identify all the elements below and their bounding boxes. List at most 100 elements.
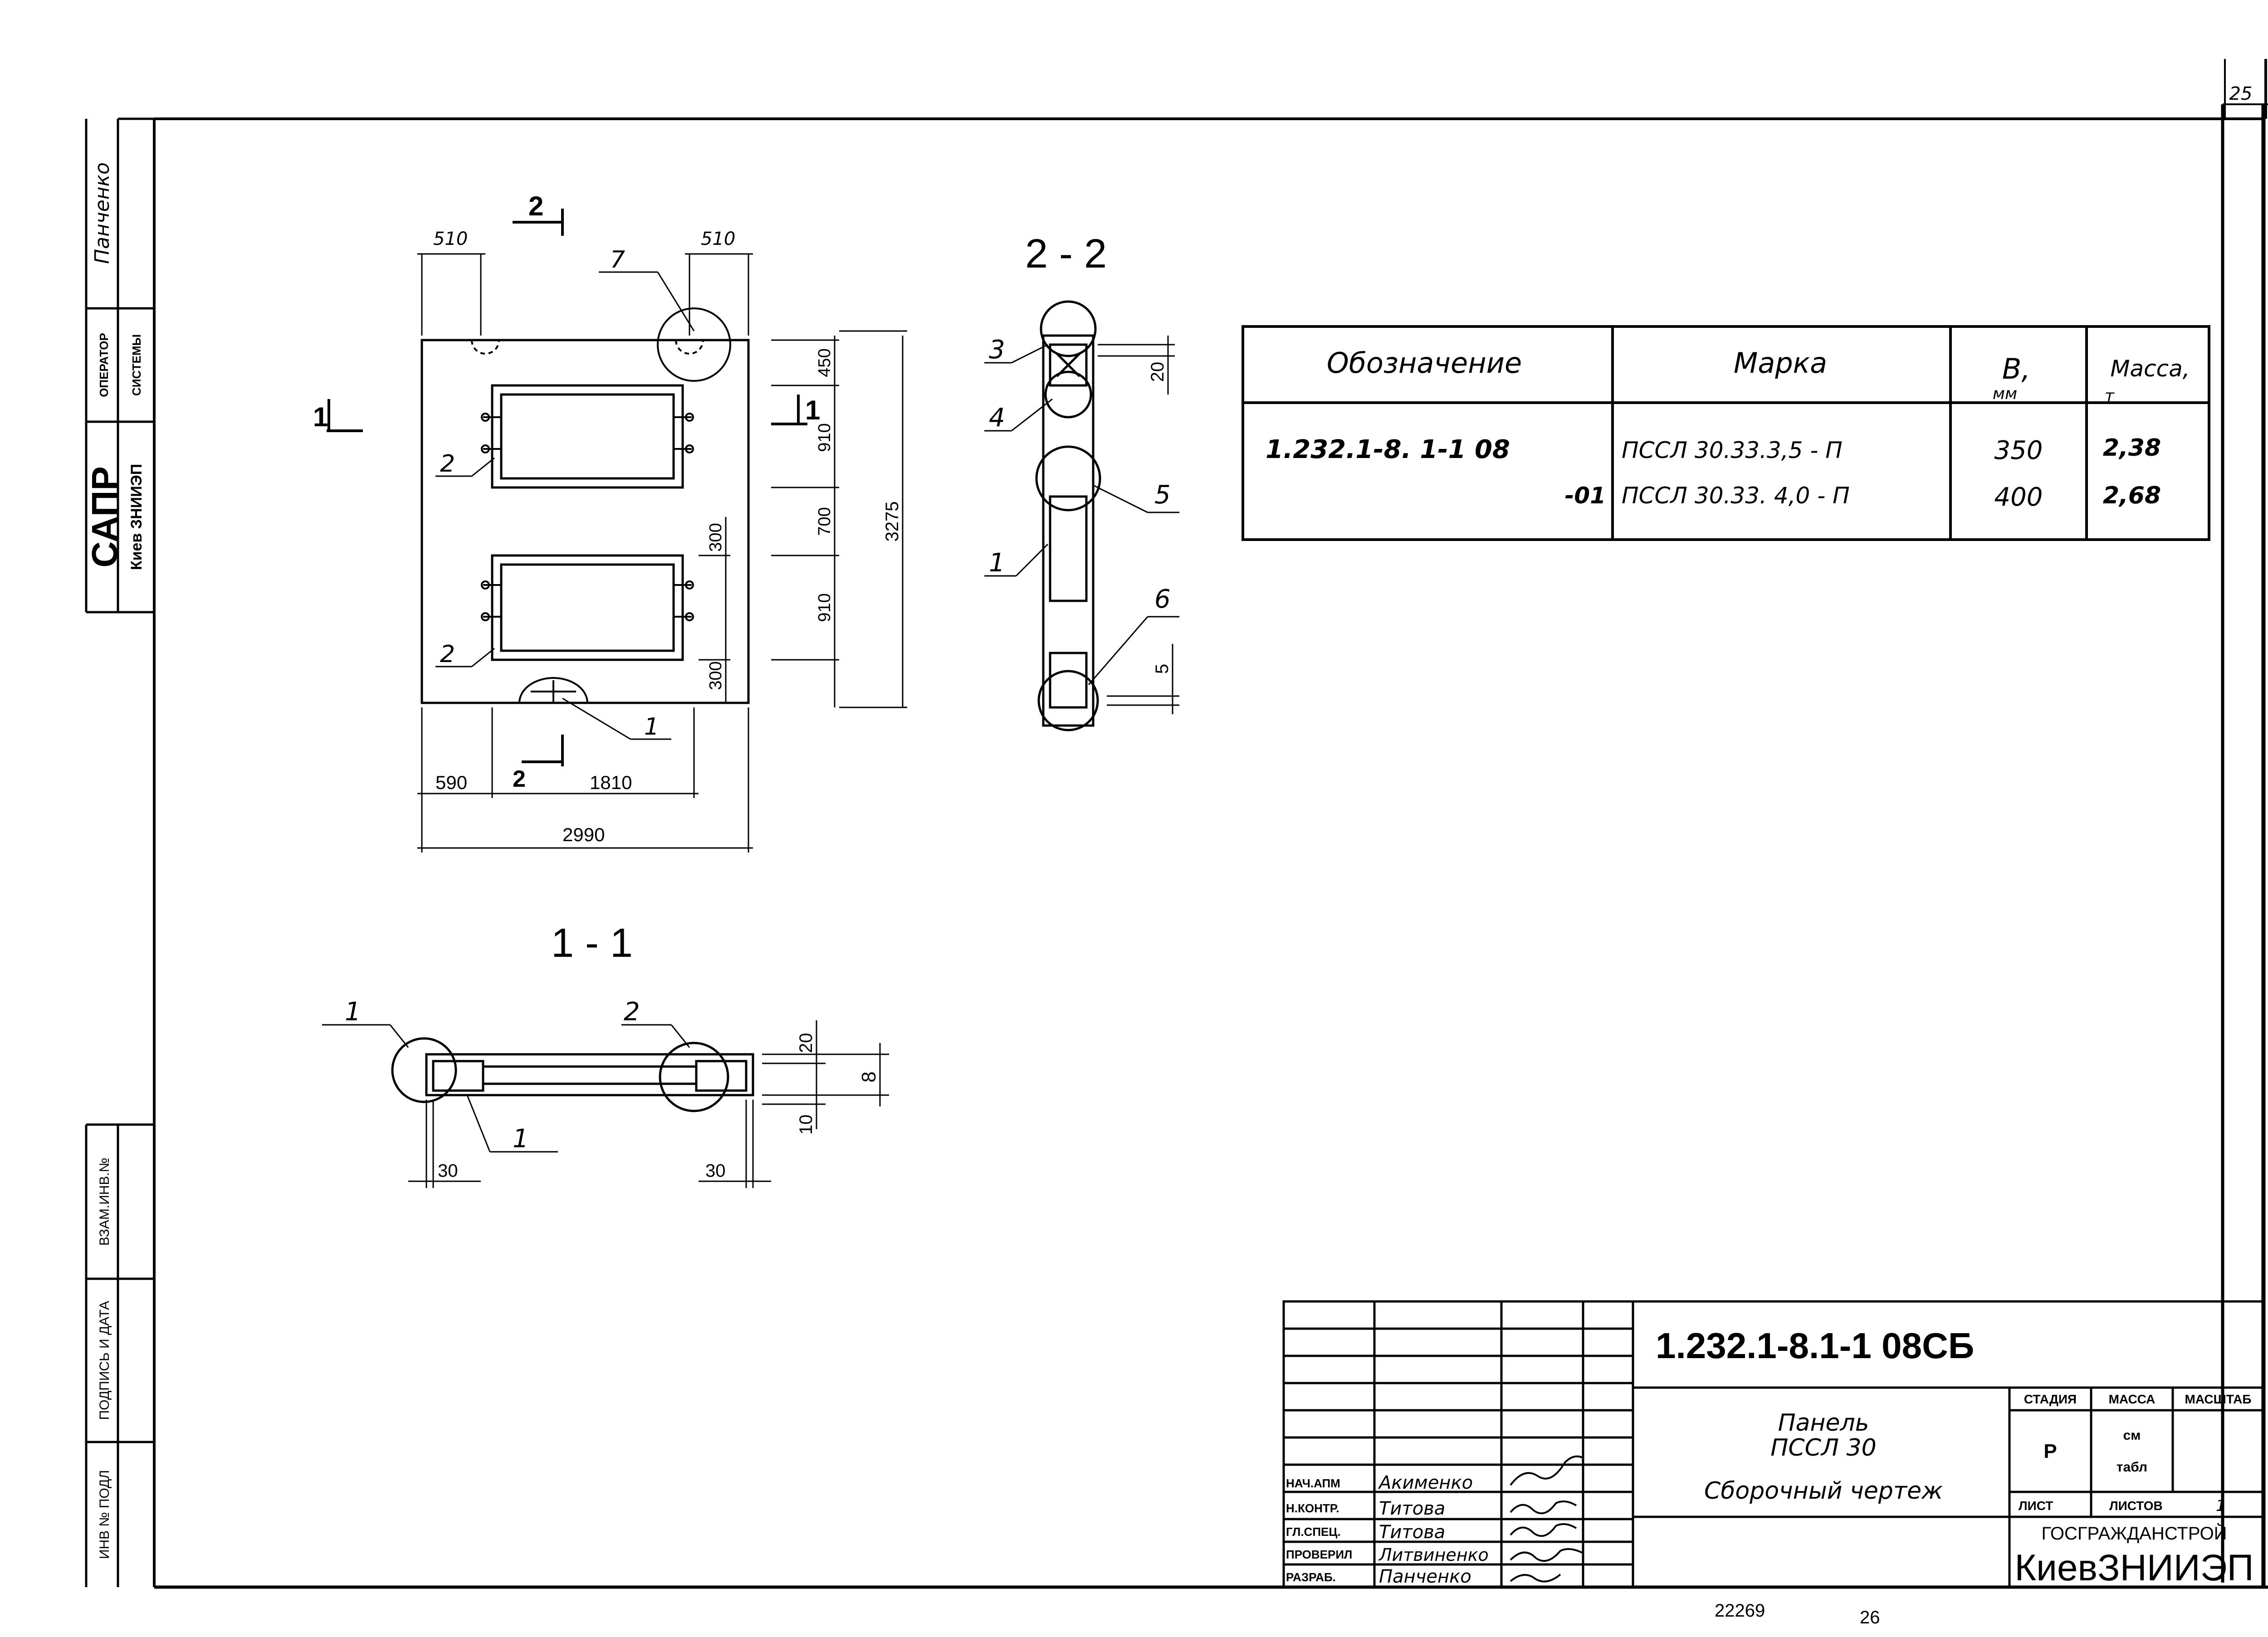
table-row-2-b: 400 xyxy=(1994,482,2043,512)
table-header-mass: Масса, xyxy=(2110,356,2190,382)
plan-callout-leaders xyxy=(435,271,695,740)
lifting-loops xyxy=(471,307,731,703)
page-number: 25 xyxy=(2229,83,2253,104)
callout-circle-7 xyxy=(657,307,731,382)
title-block: 1.232.1-8.1-1 08СБ Панель ПССЛ 30 Сбороч… xyxy=(1282,1300,2265,1588)
role-name: Титова xyxy=(1379,1522,1445,1543)
table-row-1-designation: 1.232.1-8. 1-1 08 xyxy=(1266,435,1510,464)
section-11-callout-2-top: 2 xyxy=(624,997,640,1027)
section-11-outline xyxy=(425,1053,754,1096)
table-row-1-b: 350 xyxy=(1994,436,2043,465)
role-label: Н.КОНТР. xyxy=(1286,1501,1339,1515)
dim-right-4: 910 xyxy=(815,593,834,622)
callout-2a: 2 xyxy=(440,450,455,477)
title-block-name-2: ПССЛ 30 xyxy=(1770,1434,1877,1462)
section-22-title: 2 - 2 xyxy=(1025,231,1107,277)
role-name: Акименко xyxy=(1378,1472,1473,1493)
section-mark-2-bottom: 2 xyxy=(513,766,526,792)
section-22-callout-1: 1 xyxy=(989,548,1005,578)
table-row-1-mass: 2,38 xyxy=(2103,434,2161,462)
section-mark-2-top: 2 xyxy=(528,191,543,221)
strip-org: Киев ЗНИИЭП xyxy=(128,464,145,570)
section-11-callout-1-top: 1 xyxy=(345,997,361,1027)
dim-inner-2: 300 xyxy=(706,661,725,690)
table-row-2-mark: ПССЛ 30.33. 4,0 - П xyxy=(1622,482,1850,509)
section-11-dim-left: 30 xyxy=(438,1161,458,1181)
spec-table: Обозначение Марка B, мм Масса, т 1.232.1… xyxy=(1242,325,2210,541)
panel-outline xyxy=(420,339,750,704)
role-name: Титова xyxy=(1379,1498,1445,1519)
section-22-dim-bottom: 5 xyxy=(1152,664,1172,674)
title-block-roles: НАЧ.АПМ Акименко Н.КОНТР. Титова ГЛ.СПЕЦ… xyxy=(1286,1472,1489,1587)
section-11-dim-10: 10 xyxy=(796,1115,816,1135)
dim-top-right: 510 xyxy=(701,229,735,249)
role-label: НАЧ.АПМ xyxy=(1286,1476,1340,1490)
title-block-name-1: Панель xyxy=(1778,1409,1869,1437)
section-mark-1-right: 1 xyxy=(805,395,820,425)
dim-bottom-1: 590 xyxy=(435,772,467,793)
callout-7: 7 xyxy=(610,246,625,273)
section-22-callout-5: 5 xyxy=(1154,480,1171,510)
panel-plan-view: 2 2 1 1 510 510 450 910 700 910 3275 300… xyxy=(313,191,907,853)
strip-name: Панченко xyxy=(91,162,114,264)
table-header-b: B, xyxy=(2002,352,2030,385)
section-1-1: 1 - 1 1 2 1 xyxy=(322,921,889,1188)
dim-overall-width: 2990 xyxy=(562,824,605,845)
section-22-callout-6: 6 xyxy=(1154,585,1171,614)
role-label: РАЗРАБ. xyxy=(1286,1570,1336,1584)
dim-right-1: 450 xyxy=(815,348,834,377)
section-11-dim-20: 20 xyxy=(796,1033,816,1053)
dim-overall-height: 3275 xyxy=(882,502,902,542)
table-header-mass-unit: т xyxy=(2105,387,2115,405)
title-block-sheets-h: ЛИСТОВ xyxy=(2109,1499,2163,1513)
title-block-stage: Р xyxy=(2043,1440,2057,1462)
section-22-dim-top: 20 xyxy=(1148,362,1168,382)
title-block-sheets: 1 xyxy=(2216,1497,2226,1515)
strip-sapr: САПР xyxy=(84,466,125,567)
signatures xyxy=(1510,1455,1584,1583)
role-name: Панченко xyxy=(1379,1566,1471,1587)
dim-bottom-2: 1810 xyxy=(590,772,632,793)
title-block-doc-type: Сборочный чертеж xyxy=(1704,1477,1943,1505)
table-row-2-designation: -01 xyxy=(1565,482,1606,509)
section-marks-plan xyxy=(327,209,807,766)
footer-archive-number: 22269 xyxy=(1715,1601,1765,1621)
callout-1: 1 xyxy=(644,713,659,741)
dim-top-left: 510 xyxy=(433,229,468,249)
opening-lower xyxy=(491,554,684,661)
section-11-dim-8: 8 xyxy=(858,1072,880,1082)
anchor-bolts xyxy=(481,413,694,621)
callout-2b: 2 xyxy=(440,641,455,668)
title-block-org-2: КиевЗНИИЭП xyxy=(2014,1547,2253,1588)
callout-circle-1 xyxy=(391,1037,457,1103)
title-block-scale-h: МАСШТАБ xyxy=(2185,1392,2252,1406)
title-block-code: 1.232.1-8.1-1 08СБ xyxy=(1656,1325,1974,1366)
title-block-stage-h: СТАДИЯ xyxy=(2024,1392,2077,1406)
role-label: ПРОВЕРИЛ xyxy=(1286,1548,1352,1561)
title-block-org-1: ГОСГРАЖДАНСТРОЙ xyxy=(2041,1523,2227,1544)
dim-right-3: 700 xyxy=(815,507,834,536)
strip-cell-1: ВЗАМ.ИНВ.№ xyxy=(97,1158,112,1246)
left-strip: Панченко ОПЕРАТОР СИСТЕМЫ САПР Киев ЗНИИ… xyxy=(84,117,154,1587)
title-block-mass-v1: см xyxy=(2123,1428,2141,1443)
section-22-callout-4: 4 xyxy=(989,403,1005,433)
footer-sheet-number: 26 xyxy=(1860,1608,1880,1627)
opening-upper xyxy=(491,384,684,489)
section-11-callout-1-bottom: 1 xyxy=(513,1124,529,1154)
table-header-mark: Марка xyxy=(1734,346,1827,380)
section-2-2: 2 - 2 3 4 5 1 6 xyxy=(984,231,1179,731)
section-11-title: 1 - 1 xyxy=(551,921,633,966)
title-block-mass-v2: табл xyxy=(2116,1460,2147,1475)
section-11-dim-right: 30 xyxy=(705,1161,726,1181)
callout-circle-2 xyxy=(659,1042,729,1112)
table-header-designation: Обозначение xyxy=(1327,346,1522,380)
strip-cell-2: ПОДПИСЬ И ДАТА xyxy=(97,1301,112,1420)
strip-operator-label: ОПЕРАТОР xyxy=(97,333,111,397)
title-block-sheet-h: ЛИСТ xyxy=(2019,1499,2053,1513)
dim-right-2: 910 xyxy=(815,423,834,452)
plan-dimension-lines xyxy=(417,253,907,853)
table-header-b-unit: мм xyxy=(1993,385,2017,403)
title-block-mass-h: МАССА xyxy=(2109,1392,2156,1406)
section-22-callout-3: 3 xyxy=(989,335,1005,365)
